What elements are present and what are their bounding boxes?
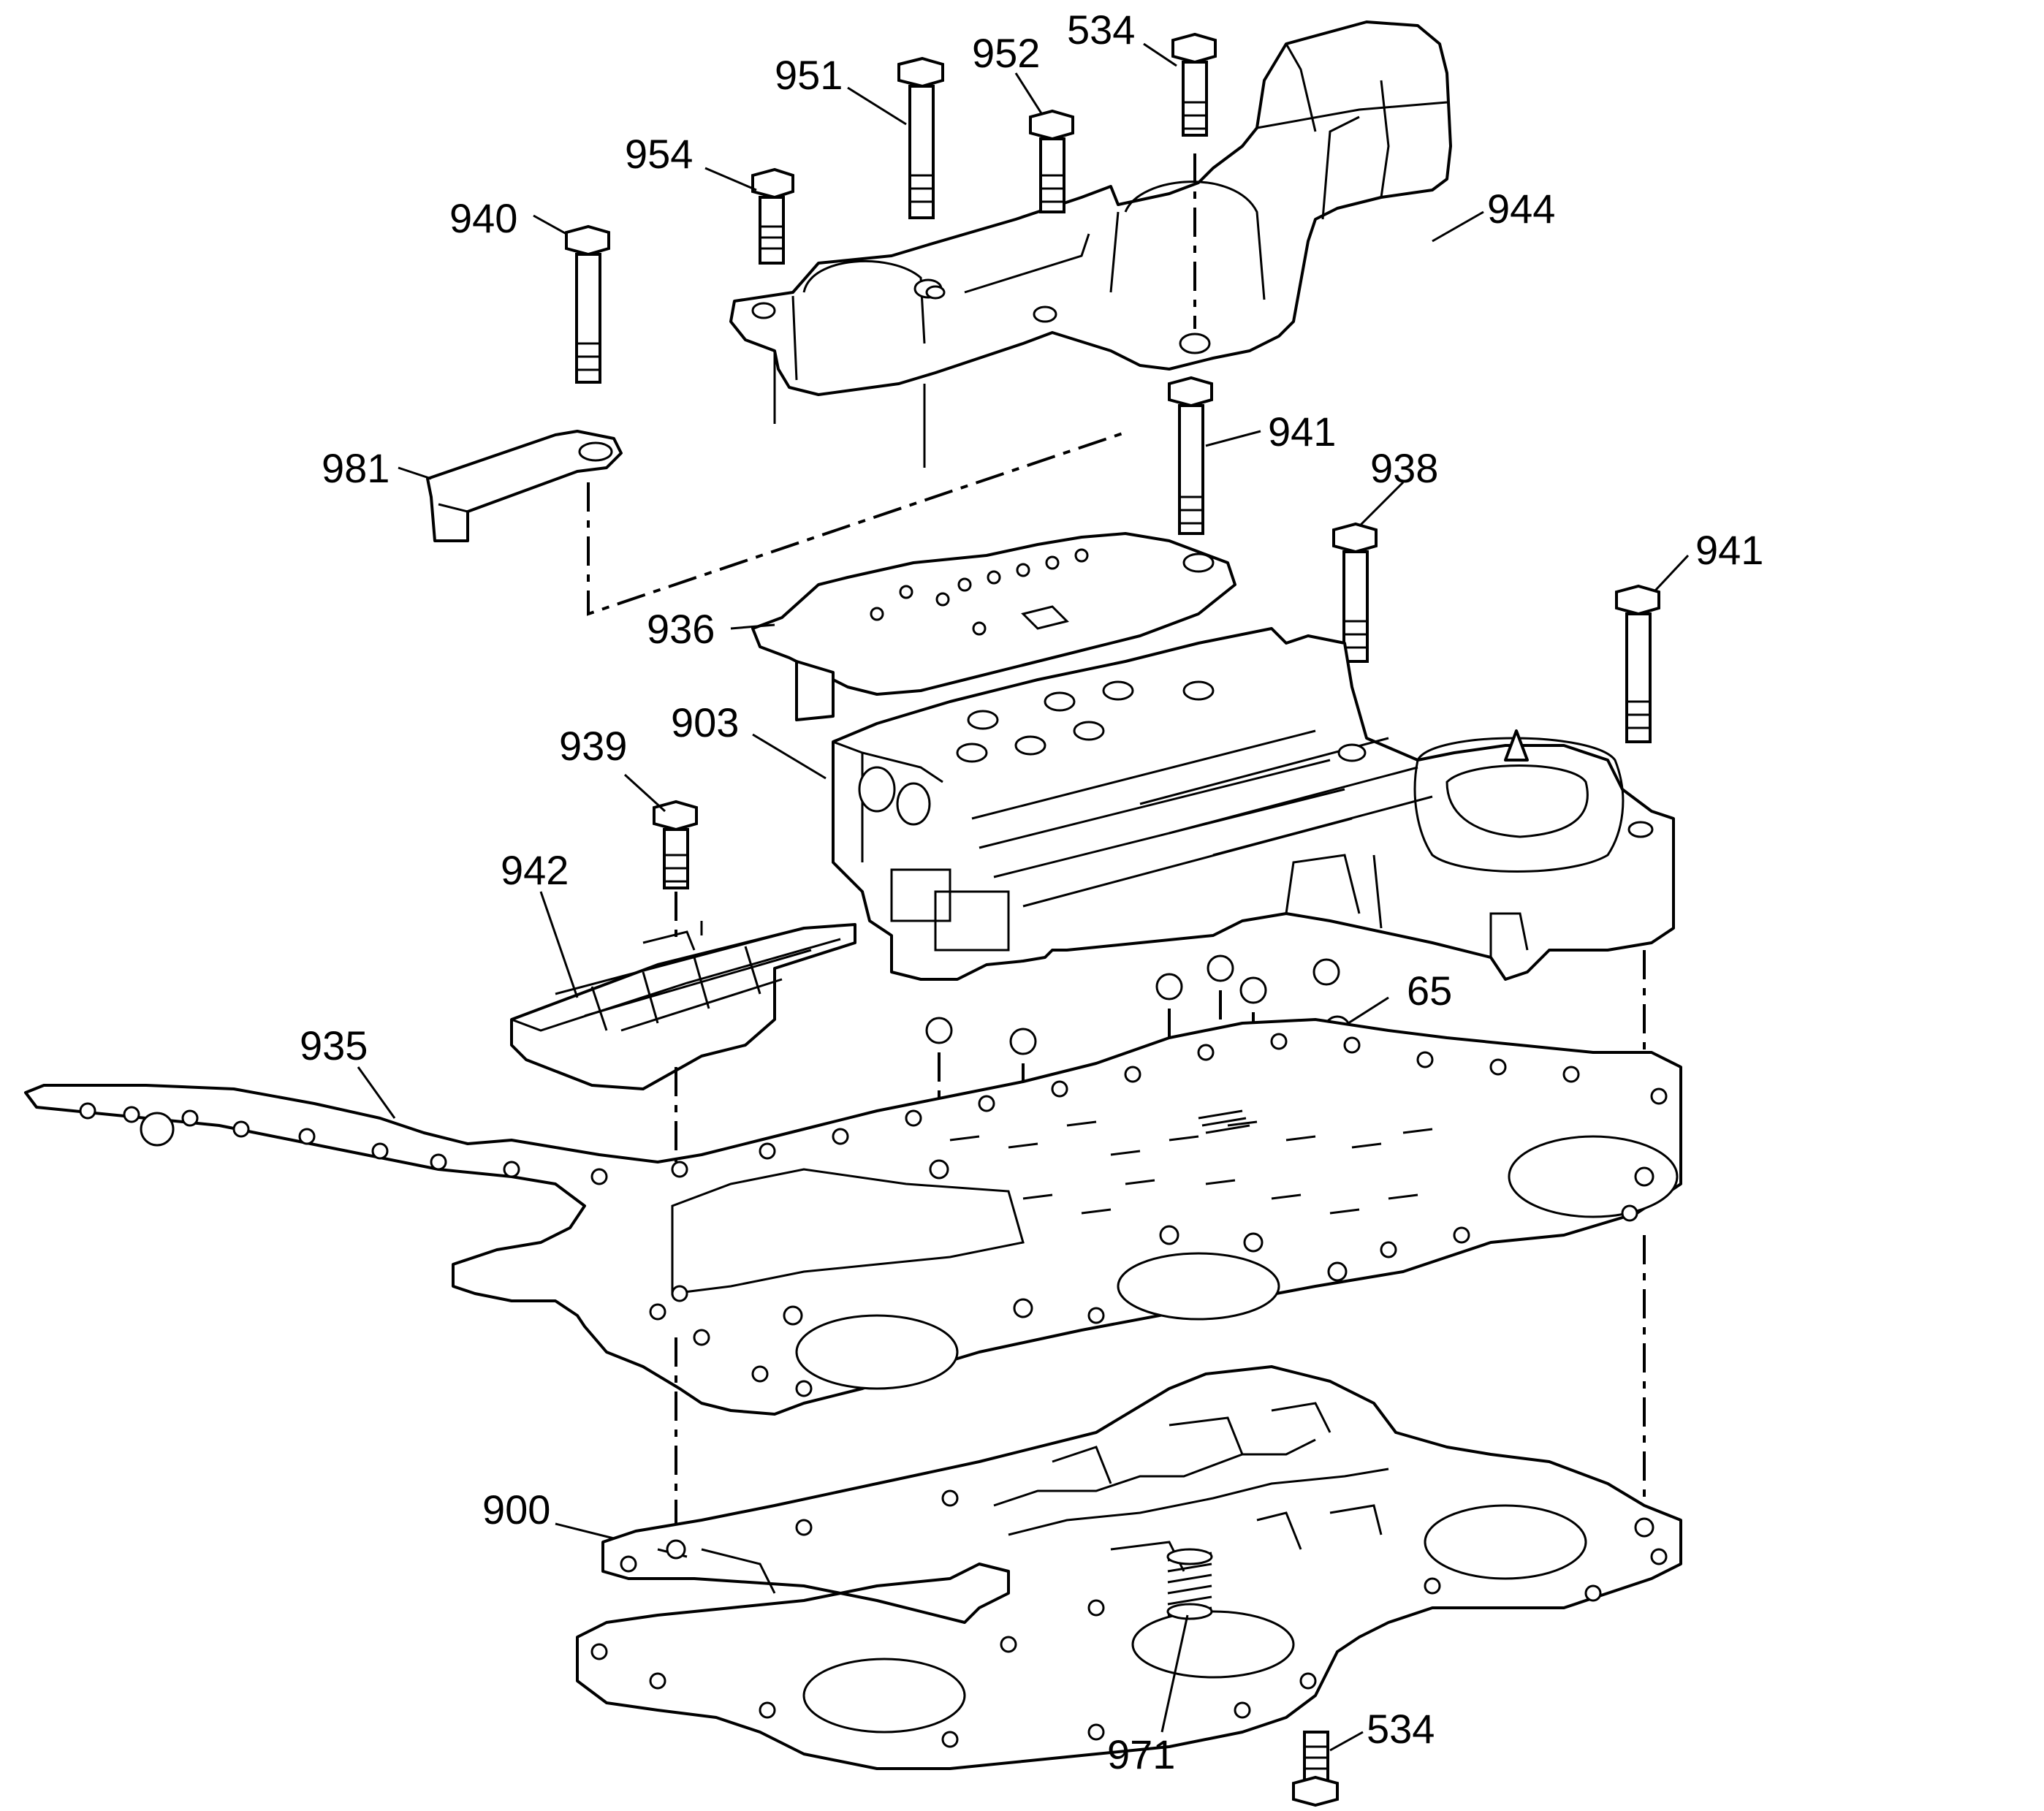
- leader-lines: [357, 42, 1690, 1752]
- callout-944: 944: [1487, 186, 1555, 232]
- callout-952: 952: [972, 30, 1040, 76]
- callout-935: 935: [300, 1022, 368, 1068]
- callout-941-upper: 941: [1268, 409, 1336, 455]
- plate-936: [751, 532, 1236, 721]
- bolt-940: [565, 224, 610, 384]
- separator-plate-935: [24, 1018, 1682, 1416]
- callout-534-bottom: 534: [1367, 1706, 1435, 1752]
- filter-942: [510, 921, 856, 1090]
- actuator-housing-944: [729, 20, 1452, 468]
- bolt-941-right: [1615, 584, 1660, 743]
- callout-971: 971: [1107, 1731, 1175, 1777]
- callout-951: 951: [775, 52, 843, 98]
- callout-903: 903: [671, 699, 739, 745]
- callout-936: 936: [647, 606, 715, 652]
- callout-942: 942: [501, 847, 569, 893]
- callout-939: 939: [559, 723, 627, 769]
- bolt-534-bottom: [1292, 1731, 1339, 1807]
- callout-900: 900: [482, 1487, 550, 1533]
- callout-65: 65: [1407, 968, 1452, 1014]
- callout-938: 938: [1370, 445, 1438, 491]
- bolt-534-top: [1171, 32, 1217, 137]
- callout-981: 981: [322, 445, 390, 491]
- bolt-939: [653, 800, 698, 889]
- bolt-938: [1332, 522, 1378, 663]
- bolt-954: [751, 167, 794, 265]
- bolt-951: [897, 56, 944, 219]
- spring-971: [1166, 1548, 1213, 1620]
- valve-body-903: [832, 627, 1675, 981]
- callout-labels: 951 952 534 954 940 944 981 941 938 941 …: [300, 7, 1763, 1777]
- callout-534-top: 534: [1067, 7, 1135, 53]
- callout-940: 940: [449, 195, 517, 241]
- bolt-941-upper: [1168, 376, 1213, 535]
- lower-valve-body-900: [576, 1365, 1682, 1770]
- bolt-952: [1029, 109, 1074, 213]
- callout-954: 954: [625, 131, 693, 177]
- bracket-981: [426, 430, 623, 542]
- callout-941-right: 941: [1695, 527, 1763, 573]
